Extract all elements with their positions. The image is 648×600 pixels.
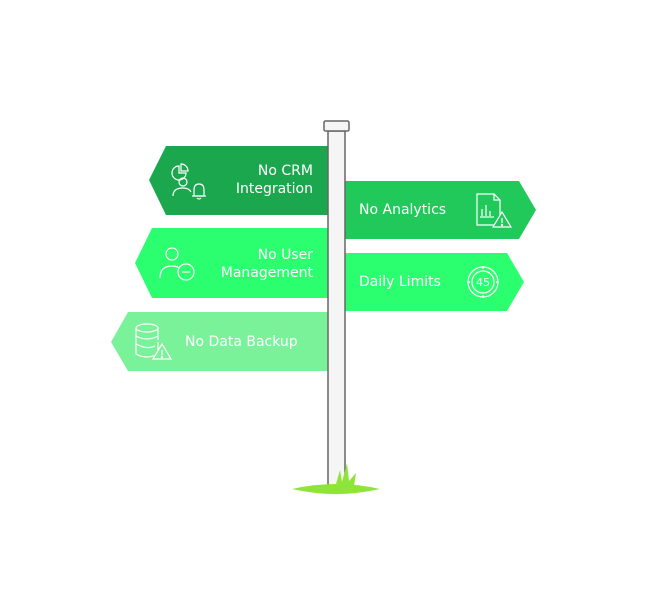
sign-user-line2: Management xyxy=(220,265,313,281)
post-cap xyxy=(323,120,350,132)
grass-blades xyxy=(336,463,356,486)
grass-mound xyxy=(292,484,380,494)
timer-45-icon: 45 xyxy=(465,264,501,300)
sign-analytics-line1: No Analytics xyxy=(359,202,447,218)
user-minus-icon xyxy=(158,244,198,284)
sign-crm-line2: Integration xyxy=(235,181,313,197)
database-warning-icon xyxy=(133,322,175,362)
sign-backup-line1: No Data Backup xyxy=(185,334,298,350)
sign-shape-user xyxy=(135,228,328,298)
sign-user-line1: No User xyxy=(257,247,313,263)
timer-45-value: 45 xyxy=(476,276,490,289)
sign-crm-line1: No CRM xyxy=(257,163,313,179)
sign-daily-line1: Daily Limits xyxy=(359,274,441,290)
post-pole xyxy=(327,130,346,487)
sign-shape-crm xyxy=(149,146,328,215)
chart-bell-icon xyxy=(168,160,210,200)
document-chart-warning-icon xyxy=(474,192,514,230)
